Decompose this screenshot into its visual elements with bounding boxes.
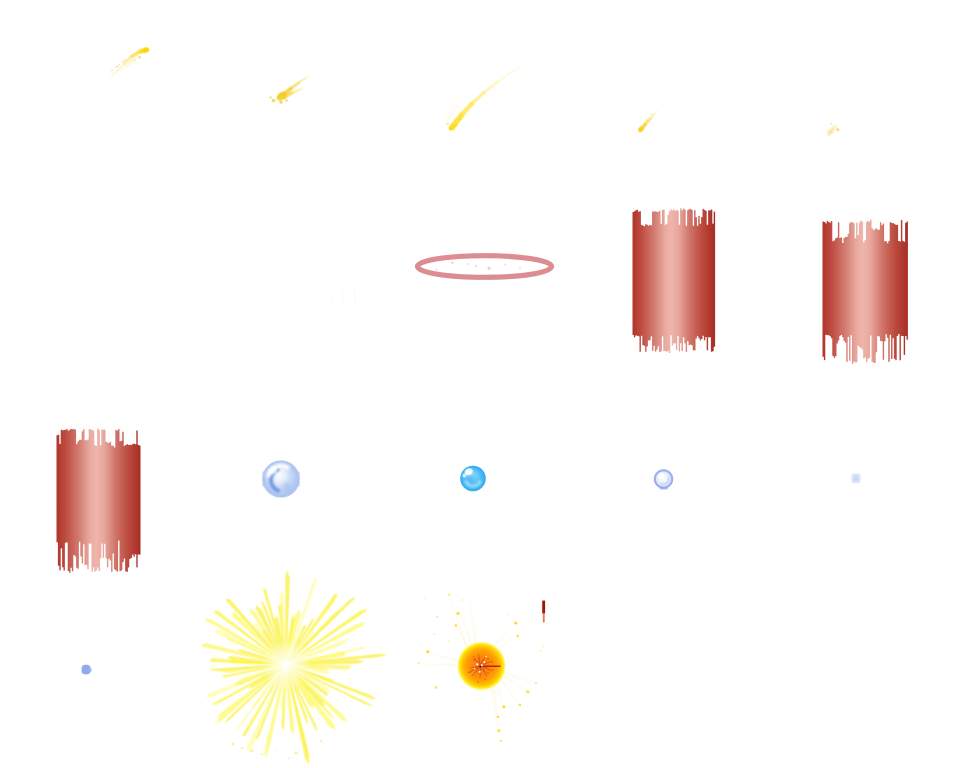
spark-streak-frame-2 [269, 76, 309, 104]
spark-streak-frame-5 [827, 122, 840, 136]
bubble-frame-3 [653, 469, 674, 490]
spark-streak-frame-4 [638, 109, 659, 133]
red-cylinder-frame-3 [56, 428, 141, 573]
spark-streak-frame-3 [445, 60, 530, 131]
red-cylinder-frame-1 [632, 208, 716, 353]
faint-wisp [330, 288, 356, 310]
spark-streak-frame-1 [104, 47, 149, 83]
pink-ring-ellipse [414, 253, 555, 280]
red-cylinder-frame-2 [822, 219, 908, 364]
fireball-explosion [417, 593, 546, 742]
bubble-frame-2 [460, 465, 486, 492]
blue-particle-dot [81, 664, 92, 675]
bubble-frame-1 [262, 460, 300, 498]
bubble-frame-4 [851, 473, 861, 484]
yellow-starburst [201, 570, 388, 765]
